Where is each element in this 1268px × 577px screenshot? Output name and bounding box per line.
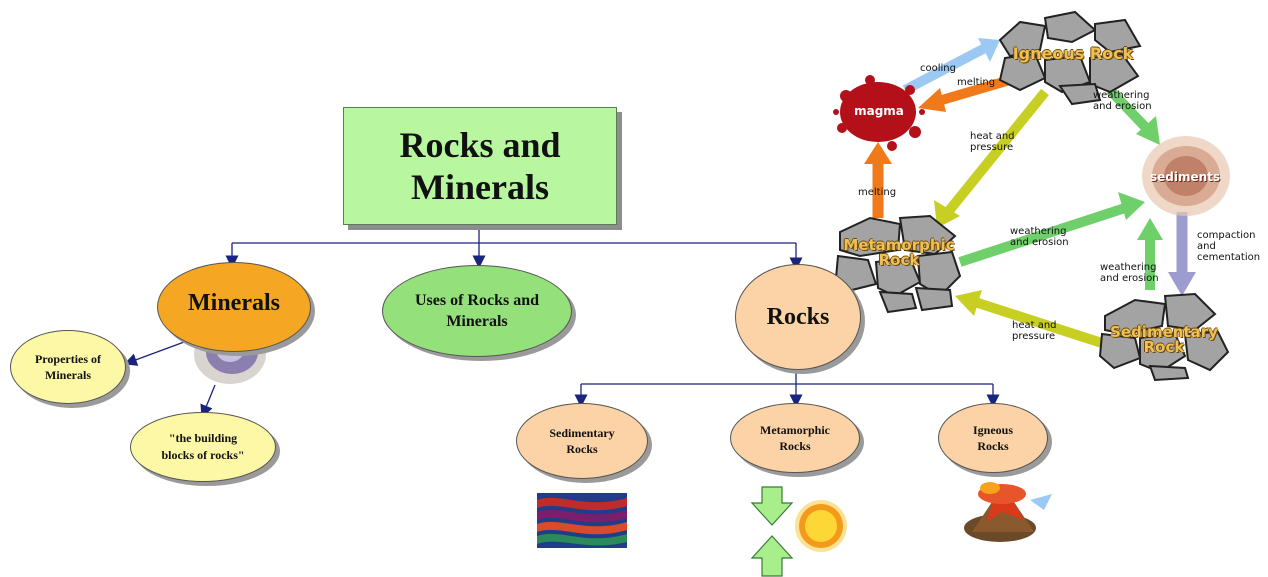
node-rocks: Rocks [735,264,861,370]
pressure-arrows-image [752,487,792,576]
node-properties: Properties of Minerals [10,330,126,404]
label-melting-left: melting [858,187,896,198]
cycle-sediments-label: sediments [1150,170,1220,184]
node-sedimentary: Sedimentary Rocks [516,403,648,479]
label-cooling: cooling [920,63,956,74]
node-metamorphic-label: Metamorphic Rocks [755,422,835,454]
node-building-blocks: "the building blocks of rocks" [130,412,276,482]
volcano-image [964,482,1052,542]
heat-sun-image [795,500,847,552]
label-weathering-erosion-2: weathering and erosion [1010,226,1080,248]
label-heat-pressure-1: heat and pressure [970,131,1020,153]
label-heat-pressure-2: heat and pressure [1012,320,1062,342]
node-uses: Uses of Rocks and Minerals [382,265,572,357]
cycle-magma-label: magma [850,104,908,118]
sedimentary-layers-image [537,493,627,548]
label-melting-top: melting [957,77,995,88]
node-building-blocks-label: "the building blocks of rocks" [155,430,251,464]
node-igneous-label: Igneous Rocks [967,422,1019,454]
label-weathering-erosion-3: weathering and erosion [1100,262,1170,284]
node-minerals: Minerals [157,262,311,352]
cycle-igneous-rock-label: Igneous Rock [1010,44,1136,63]
node-igneous: Igneous Rocks [938,403,1048,473]
node-metamorphic: Metamorphic Rocks [730,403,860,473]
label-compaction: compaction and cementation [1197,230,1265,263]
node-sedimentary-label: Sedimentary Rocks [541,425,623,457]
cycle-metamorphic-rock-label: Metamorphic Rock [840,238,958,268]
cycle-sedimentary-rock-label: Sedimentary Rock [1110,325,1218,355]
node-properties-label: Properties of Minerals [31,351,105,383]
title-box: Rocks and Minerals [343,107,617,225]
label-weathering-erosion-1: weathering and erosion [1093,90,1163,112]
node-minerals-label: Minerals [188,290,280,317]
title-text: Rocks and Minerals [344,124,616,208]
node-uses-label: Uses of Rocks and Minerals [405,290,549,332]
node-rocks-label: Rocks [767,304,830,331]
